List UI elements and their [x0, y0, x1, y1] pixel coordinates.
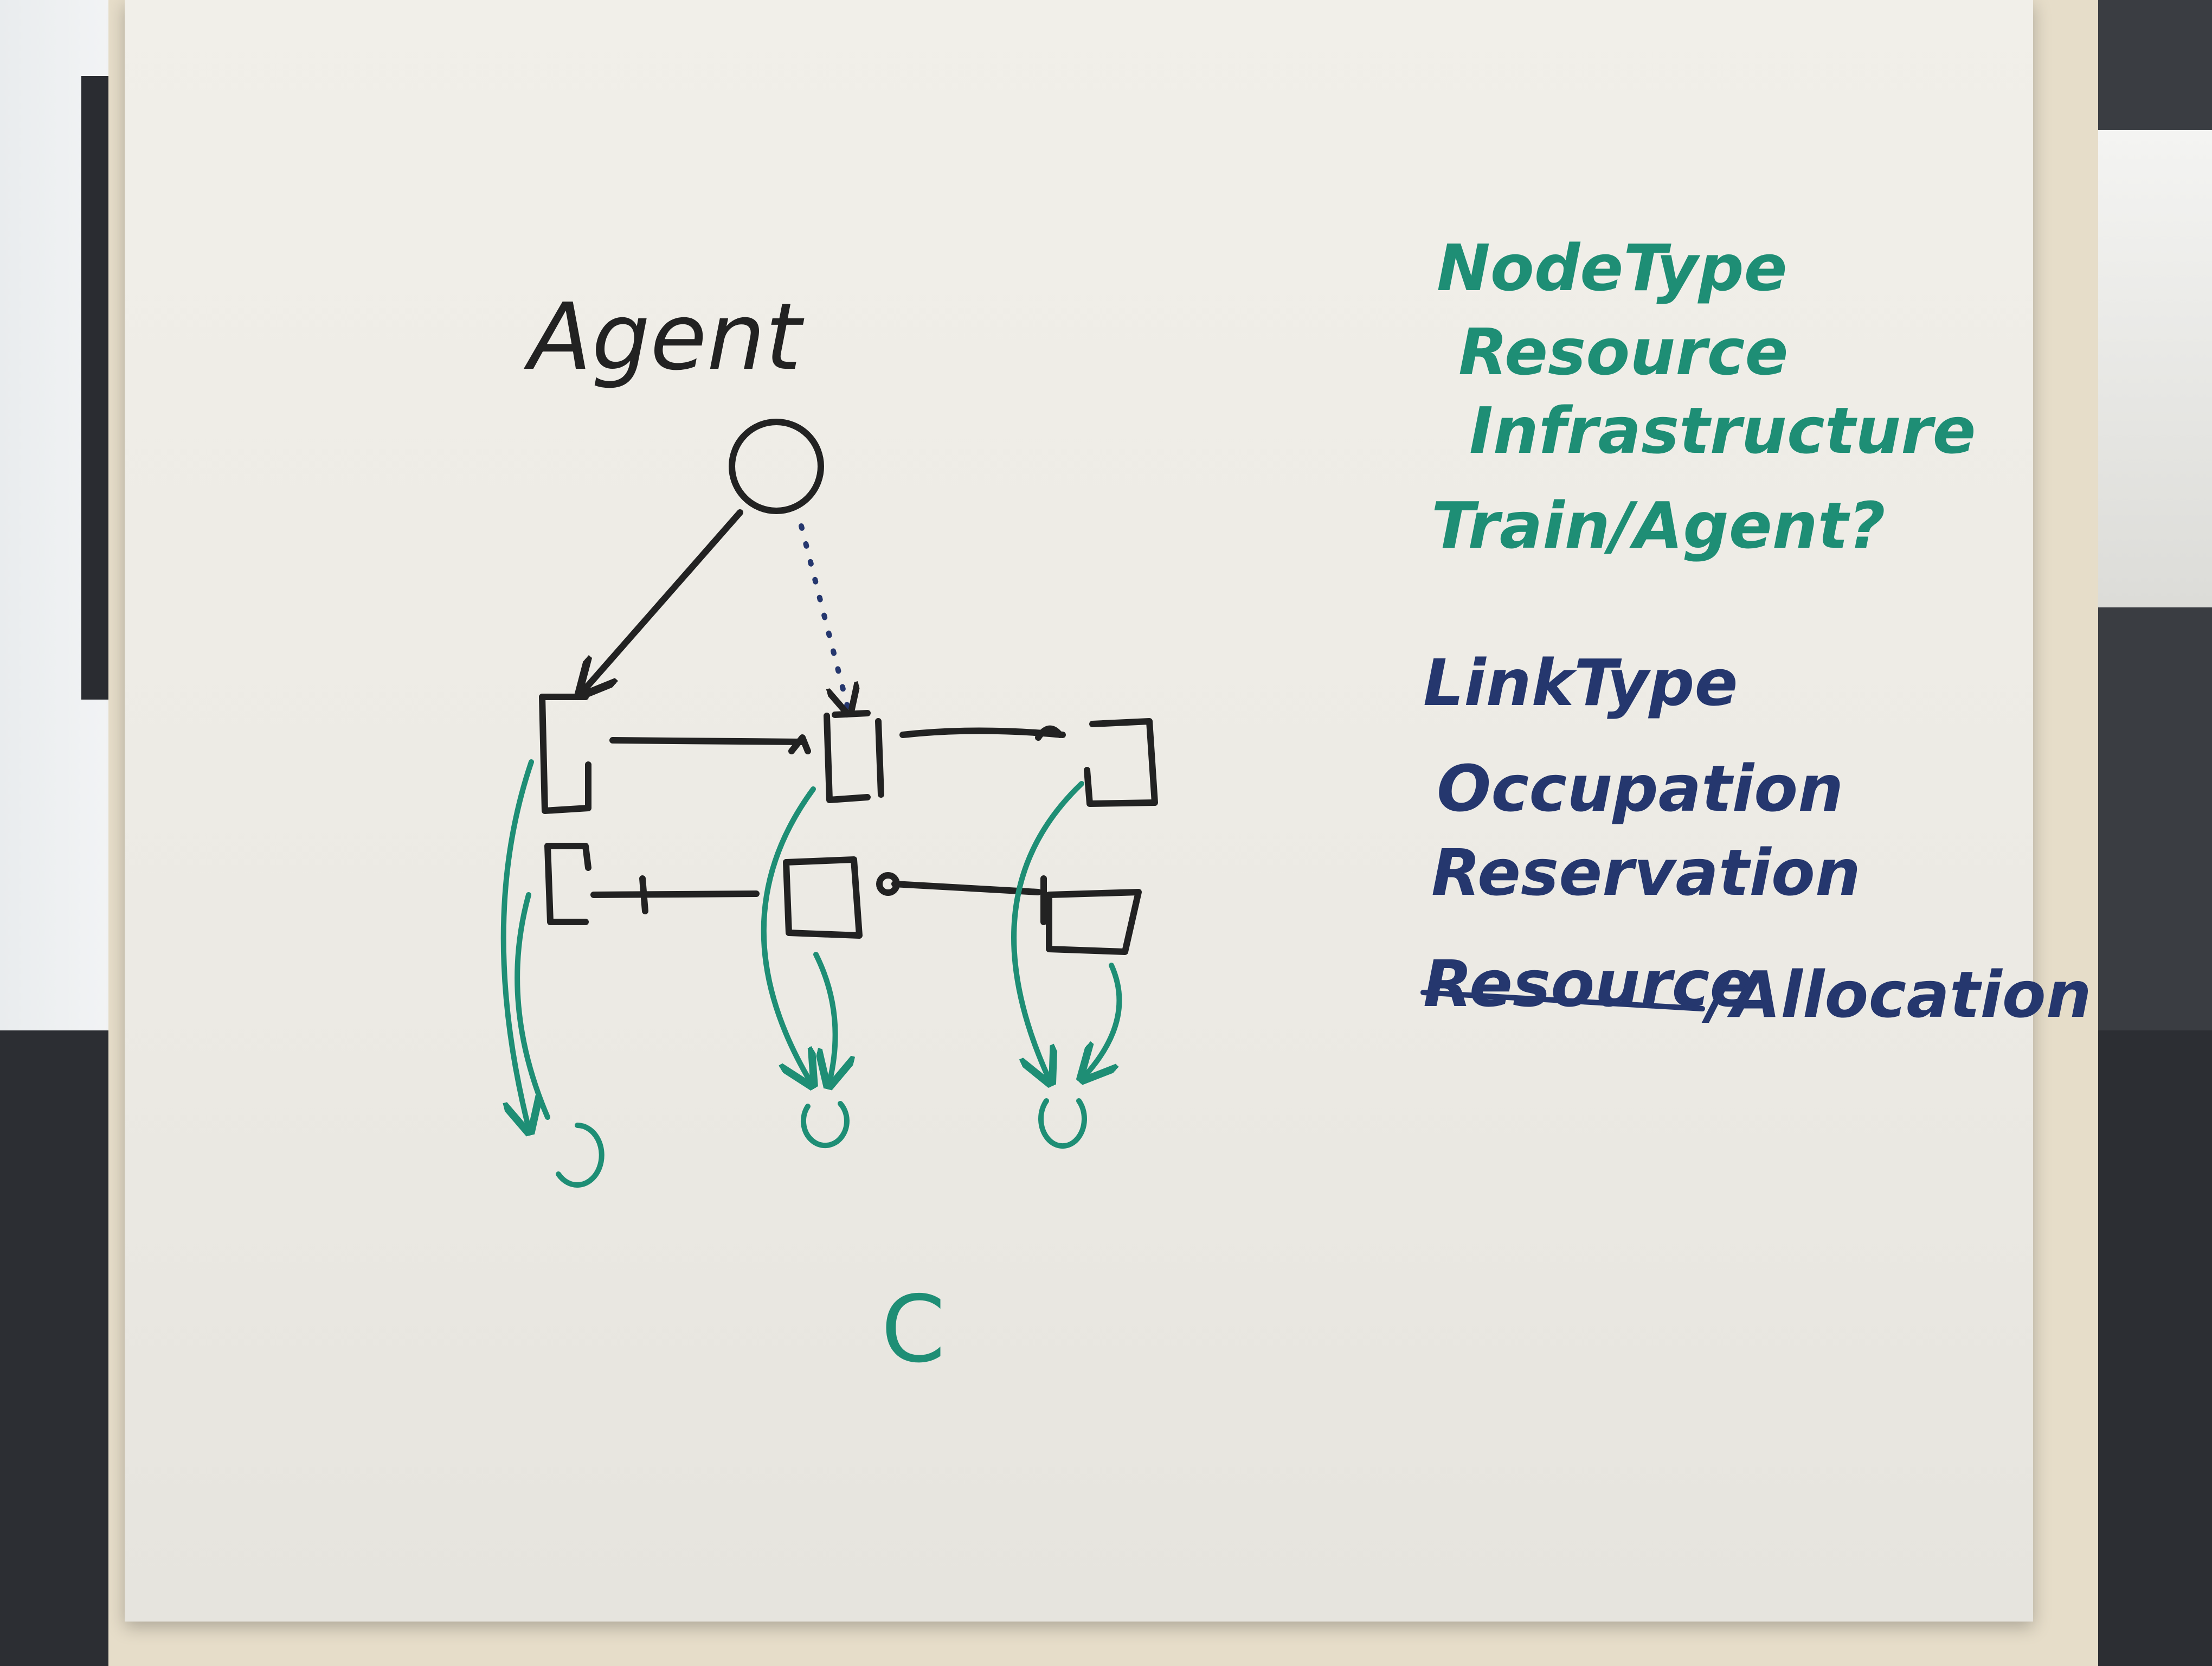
- green-arrow-col2-a: [761, 786, 813, 1082]
- node-type-item-infrastructure: Infrastructure: [1469, 393, 1976, 468]
- resource-box-top-2: [824, 710, 884, 803]
- green-node-3: [1038, 1098, 1087, 1149]
- bottom-c-mark: C: [881, 1276, 946, 1383]
- link-type-heading: LinkType: [1423, 645, 1738, 720]
- link-bottom-2-1-tick: [639, 875, 648, 914]
- green-arrow-col2-b: [813, 952, 835, 1082]
- agent-label: Agent: [523, 284, 805, 391]
- agent-occupation-arrow: [583, 509, 743, 691]
- agent-reservation-arrow: [799, 523, 848, 710]
- resource-box-top-3: [1084, 718, 1158, 807]
- link-type-item-occupation: Occupation: [1437, 751, 1843, 826]
- link-top-1-2-head: [788, 734, 811, 754]
- green-arrow-col1-a: [500, 759, 531, 1128]
- agent-node: [729, 419, 824, 514]
- green-node-2: [800, 1101, 850, 1149]
- link-type-item-reservation: Reservation: [1431, 835, 1861, 910]
- green-arrow-col3-a: [1011, 781, 1084, 1079]
- resource-box-top-1: [539, 694, 591, 814]
- green-arrow-col3-b: [1084, 963, 1122, 1077]
- strikethrough-line: [1420, 990, 1705, 1011]
- link-bottom-2-1: [590, 890, 760, 898]
- link-bottom-3-2-mark: [876, 872, 900, 896]
- link-top-1-2: [609, 737, 806, 745]
- link-top-2-3-head: [1035, 725, 1063, 741]
- flipchart-paper: [125, 0, 2033, 1622]
- background-window-right: [2093, 130, 2212, 607]
- link-bottom-3-2: [891, 881, 1041, 895]
- node-type-heading: NodeType: [1437, 230, 1787, 305]
- resource-box-bottom-1: [544, 843, 591, 925]
- link-type-item-allocation: /Allocation: [1701, 957, 2092, 1032]
- resource-box-bottom-3: [1046, 889, 1142, 955]
- node-type-item-resource: Resource: [1458, 315, 1789, 389]
- resource-box-bottom-2: [783, 856, 863, 939]
- green-arrow-col1-b: [515, 892, 550, 1120]
- green-node-1: [556, 1123, 605, 1188]
- node-type-item-train-agent: Train/Agent?: [1431, 488, 1886, 563]
